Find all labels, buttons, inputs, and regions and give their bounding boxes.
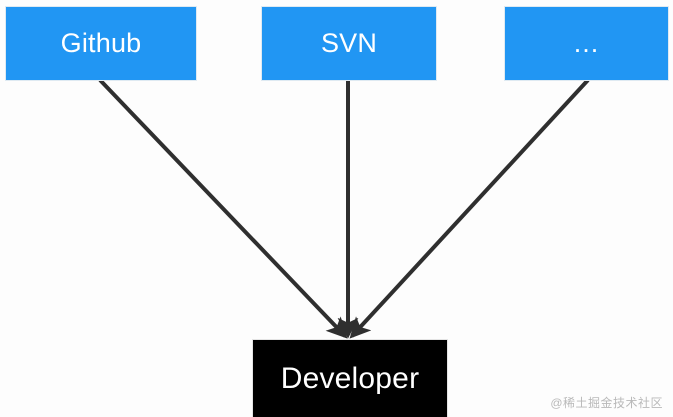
node-others-label: ...	[573, 28, 600, 58]
node-github-label: Github	[60, 28, 142, 58]
node-github[interactable]: Github	[6, 7, 196, 80]
edge-github-to-developer	[98, 78, 348, 339]
node-developer-label: Developer	[280, 361, 420, 395]
node-developer[interactable]: Developer	[253, 340, 447, 417]
watermark-text: @稀土掘金技术社区	[550, 396, 663, 410]
node-svn[interactable]: SVN	[262, 7, 436, 80]
edge-others-to-developer	[349, 78, 590, 339]
node-others[interactable]: ...	[505, 7, 668, 80]
node-svn-label: SVN	[320, 28, 378, 58]
